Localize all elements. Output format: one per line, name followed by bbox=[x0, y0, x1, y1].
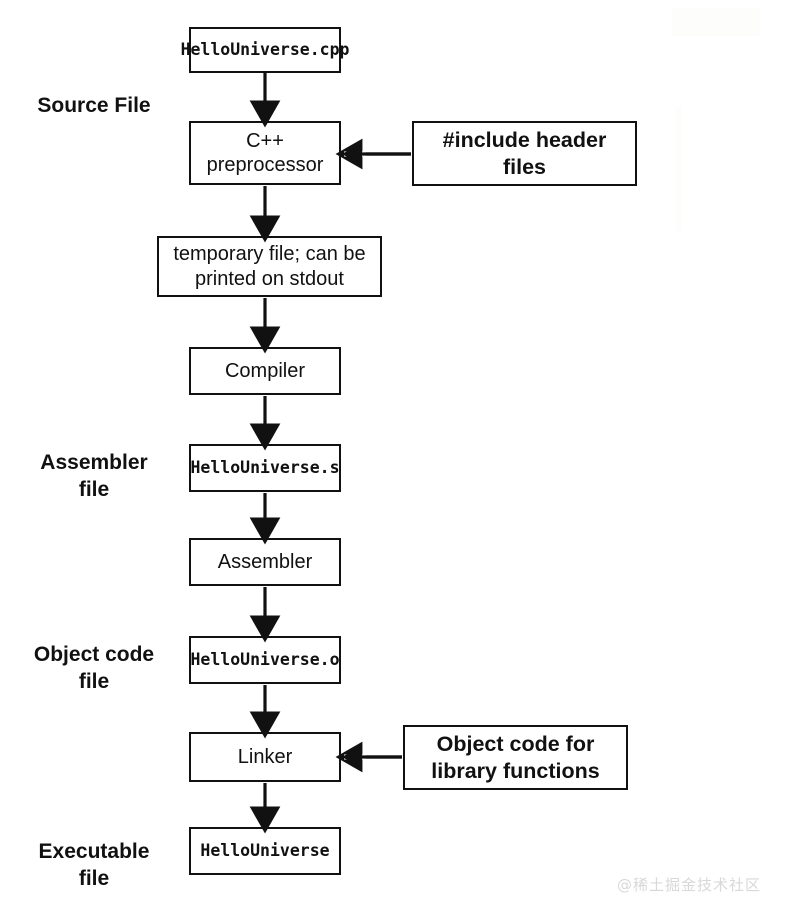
node-cpp-preprocessor[interactable]: C++ preprocessor bbox=[189, 121, 341, 185]
node-object-code-library[interactable]: Object code for library functions bbox=[403, 725, 628, 790]
node-hellouniverse-exe[interactable]: HelloUniverse bbox=[189, 827, 341, 875]
watermark: @稀土掘金技术社区 bbox=[617, 876, 762, 894]
node-temporary-file[interactable]: temporary file; can be printed on stdout bbox=[157, 236, 382, 297]
background-artifact bbox=[676, 106, 682, 231]
node-include-header-files[interactable]: #include header files bbox=[412, 121, 637, 186]
node-linker[interactable]: Linker bbox=[189, 732, 341, 782]
node-hellouniverse-s[interactable]: HelloUniverse.s bbox=[189, 444, 341, 492]
node-label: HelloUniverse.cpp bbox=[180, 39, 350, 59]
node-assembler[interactable]: Assembler bbox=[189, 538, 341, 586]
node-label: Object code for library functions bbox=[431, 732, 600, 783]
stage-label-source-file: Source File bbox=[37, 94, 151, 117]
stage-label-assembler-file: Assembler file bbox=[40, 451, 148, 502]
arrowhead-include-final bbox=[341, 145, 362, 163]
node-hellouniverse-cpp[interactable]: HelloUniverse.cpp bbox=[181, 27, 349, 73]
node-label: C++ preprocessor bbox=[206, 129, 324, 176]
stage-label-executable-file: Executable file bbox=[38, 840, 150, 891]
stage-label-object-code-file: Object code file bbox=[33, 643, 155, 694]
node-hellouniverse-o[interactable]: HelloUniverse.o bbox=[189, 636, 341, 684]
node-label: temporary file; can be printed on stdout bbox=[173, 243, 366, 290]
arrowhead-library-final bbox=[341, 748, 362, 766]
node-label: #include header files bbox=[442, 128, 607, 179]
node-label: Linker bbox=[237, 745, 293, 768]
node-label: Compiler bbox=[224, 359, 306, 382]
arrowhead-library-to-linker bbox=[341, 748, 362, 766]
node-compiler[interactable]: Compiler bbox=[189, 347, 341, 395]
node-label: HelloUniverse bbox=[200, 840, 330, 860]
node-label: Assembler bbox=[217, 550, 313, 573]
node-label: HelloUniverse.o bbox=[190, 649, 340, 669]
background-artifact bbox=[672, 8, 760, 36]
node-label: HelloUniverse.s bbox=[190, 457, 340, 477]
arrowhead-include-to-preprocessor bbox=[341, 145, 362, 163]
